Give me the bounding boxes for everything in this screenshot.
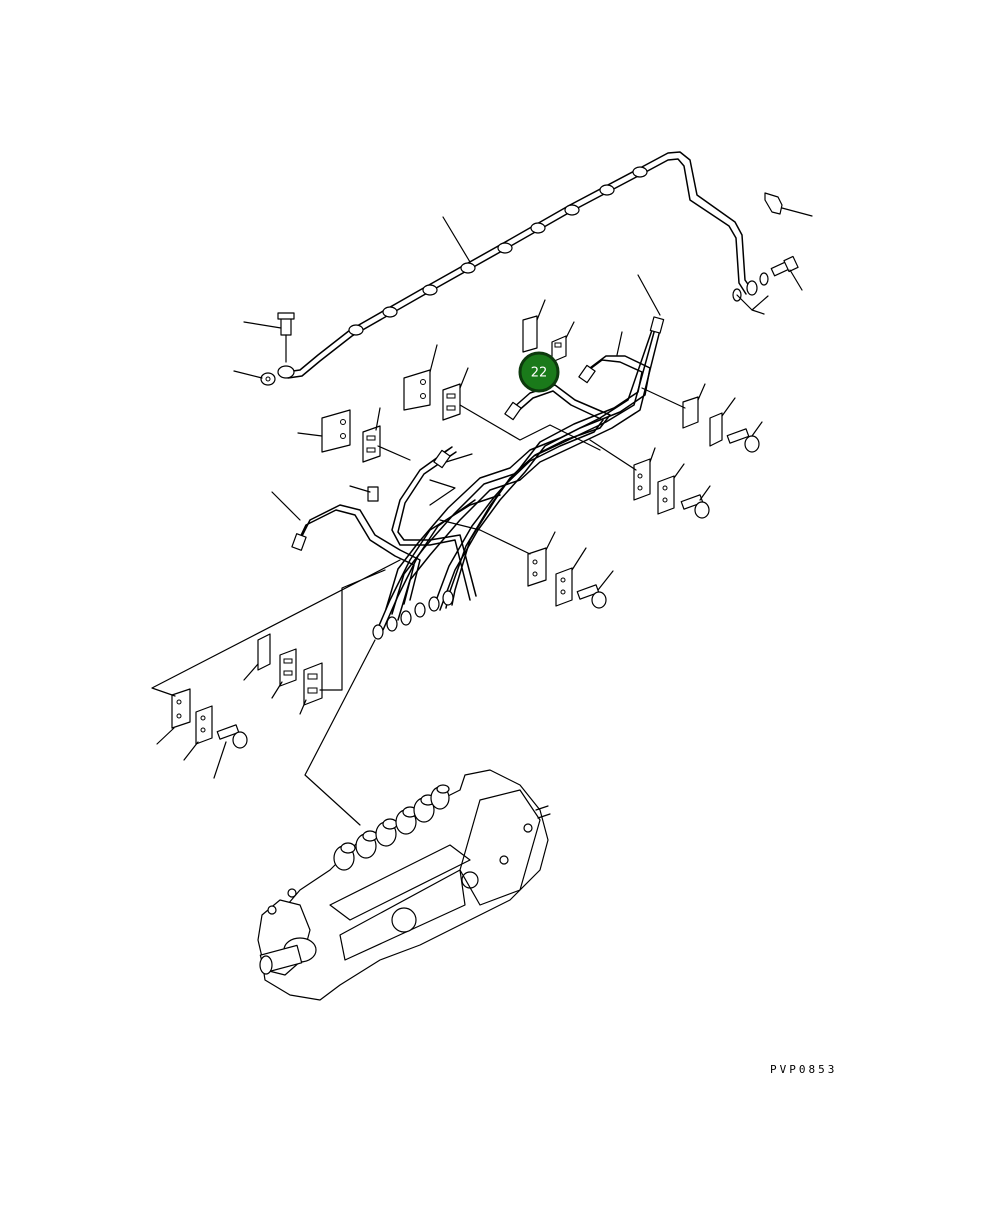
callout-label[interactable]: 22	[531, 366, 548, 381]
eye-bolt-left	[260, 312, 295, 386]
leader-line	[297, 432, 323, 437]
leader-line	[721, 397, 736, 417]
leader-line	[545, 531, 556, 551]
leader-line	[571, 547, 587, 571]
leader-line	[781, 207, 813, 217]
leader-line	[213, 741, 227, 779]
leader-line	[304, 639, 376, 826]
leader-line	[271, 491, 301, 521]
clamp-group-upper	[403, 315, 567, 421]
leader-line	[156, 727, 175, 745]
leader-line	[789, 269, 803, 291]
leader-line	[697, 383, 706, 401]
leader-line	[375, 407, 381, 431]
leader-line	[699, 485, 711, 501]
leader-line	[377, 445, 456, 506]
leader-line	[736, 294, 769, 315]
injection-tubes	[295, 321, 663, 636]
leader-line	[243, 321, 282, 329]
tube-fittings	[291, 316, 665, 640]
leader-line	[183, 741, 199, 761]
fuel-injection-pump	[257, 769, 551, 1001]
leader-line	[751, 421, 763, 437]
leader-line	[445, 453, 473, 463]
leader-line	[442, 216, 471, 263]
callout-22[interactable]: 22	[518, 351, 560, 393]
clamp-group-left	[321, 409, 381, 463]
leader-line	[429, 344, 438, 373]
clamp-group-right-middle	[633, 458, 710, 519]
leader-line	[459, 367, 469, 389]
callout-marker[interactable]	[518, 351, 560, 393]
leader-line	[299, 699, 307, 715]
leader-line	[536, 299, 546, 321]
leader-line	[616, 331, 623, 356]
right-end-fittings	[732, 192, 799, 302]
leader-line	[641, 387, 686, 409]
clamp-group-right-upper	[682, 396, 760, 453]
leader-line	[233, 370, 263, 379]
leader-line	[597, 570, 614, 591]
leader-line	[565, 321, 575, 339]
leader-line	[243, 663, 259, 681]
leader-line	[151, 559, 401, 697]
leader-line	[271, 681, 283, 699]
drawing-code: PVP0853	[770, 1063, 838, 1076]
leader-line	[637, 274, 661, 316]
leader-line	[439, 519, 531, 555]
clamp-group-lower-left	[171, 633, 323, 749]
delivery-valves	[333, 784, 450, 871]
leader-line	[673, 463, 685, 479]
leader-line	[459, 404, 601, 451]
clamp-group-lower-middle	[527, 547, 607, 609]
leader-line	[649, 447, 656, 463]
leader-line	[349, 485, 371, 493]
leader-line	[589, 439, 637, 471]
spill-tube	[285, 151, 753, 379]
